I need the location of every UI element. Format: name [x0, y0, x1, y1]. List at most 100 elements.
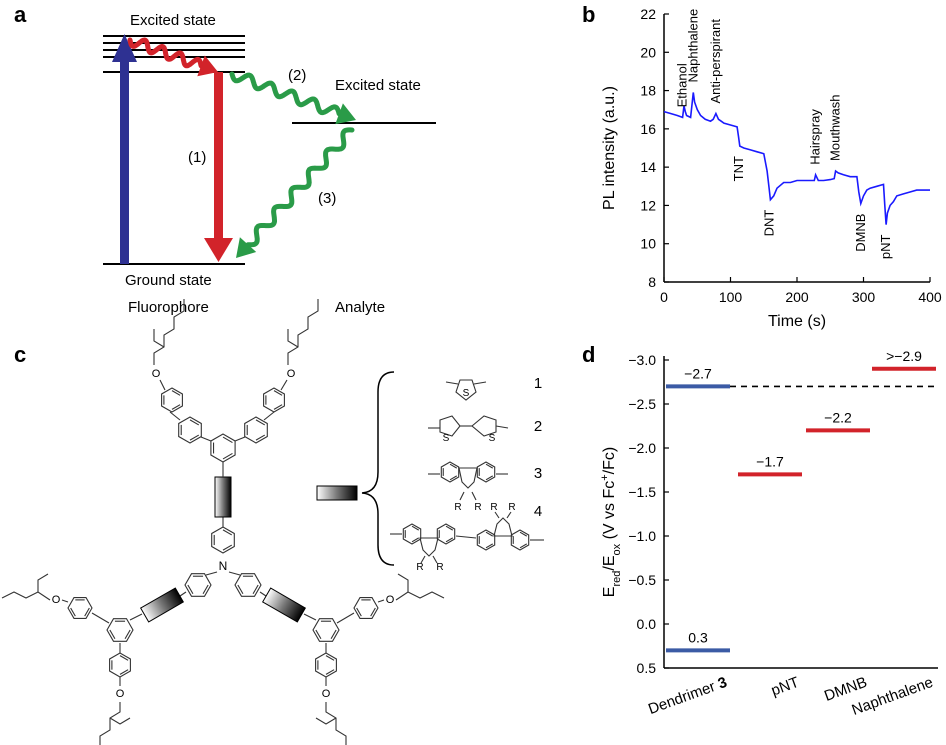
y-tick-label: −3.0 [628, 352, 656, 368]
ethylhexyl-chain [287, 299, 319, 365]
y-tick-label: 16 [640, 121, 656, 137]
y-tick-label: −1.0 [628, 528, 656, 544]
bond [459, 491, 465, 501]
phenyl-ring [244, 416, 268, 444]
double-bond [356, 607, 362, 617]
ground-state-label: Ground state [125, 272, 212, 289]
fluorene-ring [476, 529, 496, 551]
ethyl-branch [153, 329, 165, 348]
linker-label-1: 1 [534, 375, 542, 392]
alkyl-chain [1, 591, 51, 601]
y-tick-label: −1.5 [628, 484, 656, 500]
annotation-label: Mouthwash [828, 94, 843, 160]
double-bond [411, 525, 420, 531]
emission-arrow [204, 72, 233, 262]
double-bond [222, 544, 233, 551]
double-bond [171, 404, 181, 410]
double-bond [445, 525, 454, 531]
phenyl-ring [184, 573, 212, 597]
absorption-arrow [112, 34, 137, 264]
bond [179, 591, 187, 597]
alkyl-chain [99, 702, 121, 745]
r-group: R [454, 502, 461, 513]
energy-level-label: 0.3 [688, 629, 708, 645]
fluorene-five-ring [458, 467, 478, 489]
energy-level-label-value: −2.9 [894, 348, 922, 364]
linker-label-4: 4 [534, 503, 542, 520]
linker-label-3: 3 [534, 465, 542, 482]
ethyl-branch [315, 717, 337, 725]
category-label: Dendrimer 3 [646, 674, 729, 718]
linker-legend-rod [316, 485, 358, 501]
step-1-label: (1) [188, 149, 206, 166]
r-group: R [416, 562, 423, 573]
sulfur-atom: S [443, 433, 450, 444]
double-bond [189, 419, 200, 426]
double-bond [411, 537, 420, 543]
bond [234, 436, 246, 442]
double-bond [273, 404, 283, 410]
phenyl-ring [234, 573, 262, 597]
double-bond [202, 584, 209, 595]
fluorene-ring [402, 523, 422, 545]
double-bond [370, 607, 376, 617]
bond [377, 599, 385, 603]
y-tick-label: −2.0 [628, 440, 656, 456]
y-tick-label: 22 [640, 6, 656, 22]
double-bond [519, 531, 528, 537]
central-benzene-ring [106, 618, 134, 642]
y-tick-label: 20 [640, 44, 656, 60]
r-group: R [474, 502, 481, 513]
bond [432, 555, 438, 564]
y-axis-label-part: E [601, 587, 618, 598]
panel-letter-a: a [14, 2, 27, 27]
bond [259, 591, 267, 597]
category-label-text: pNT [769, 674, 801, 700]
y-axis-label: PL intensity (a.u.) [601, 86, 618, 210]
r-group: R [436, 562, 443, 573]
energy-level-label-value: −2.2 [824, 409, 852, 425]
energy-level-label: >−2.9 [886, 348, 922, 364]
bond [159, 379, 166, 391]
double-bond [189, 434, 200, 441]
double-bond [119, 655, 129, 661]
conjugated-linker [139, 587, 185, 623]
fluorene-five-ring [419, 537, 439, 557]
relaxation-wavy-arrow [127, 37, 218, 77]
double-bond [315, 629, 322, 640]
y-tick-label: 12 [640, 197, 656, 213]
ethyl-branch [397, 573, 409, 592]
y-axis-label-part: ox [611, 543, 623, 555]
double-bond [445, 537, 454, 543]
double-bond [252, 584, 259, 595]
panel-letter-d: d [582, 342, 595, 367]
annotation-label: Ethanol [675, 63, 690, 107]
double-bond [237, 584, 244, 595]
bond [228, 571, 241, 576]
excited-state-label-analyte: Excited state [335, 77, 421, 94]
double-bond [273, 390, 283, 396]
y-axis-label: Ered/Eox (V vs Fc+/Fc) [599, 447, 623, 597]
double-bond [485, 475, 494, 481]
y-tick-label: 0.0 [637, 616, 657, 632]
wavy-arrow-head [197, 55, 218, 77]
energy-transfer-wavy-arrow [229, 71, 356, 125]
bond [494, 511, 500, 519]
double-bond [124, 629, 131, 640]
y-tick-label: 8 [648, 274, 656, 290]
double-bond [109, 629, 116, 640]
y-tick-label: −2.5 [628, 396, 656, 412]
fluorene-ring [440, 461, 460, 483]
double-bond [70, 607, 76, 617]
fluorene-ring [510, 529, 530, 551]
double-bond [485, 463, 494, 469]
phenyl-ring [109, 652, 131, 678]
bond [336, 612, 355, 624]
central-benzene-ring [312, 618, 340, 642]
double-bond [330, 629, 337, 640]
bond [506, 511, 512, 519]
wavy-arrow-body [245, 127, 355, 248]
fluorophore-label: Fluorophore [128, 299, 209, 316]
